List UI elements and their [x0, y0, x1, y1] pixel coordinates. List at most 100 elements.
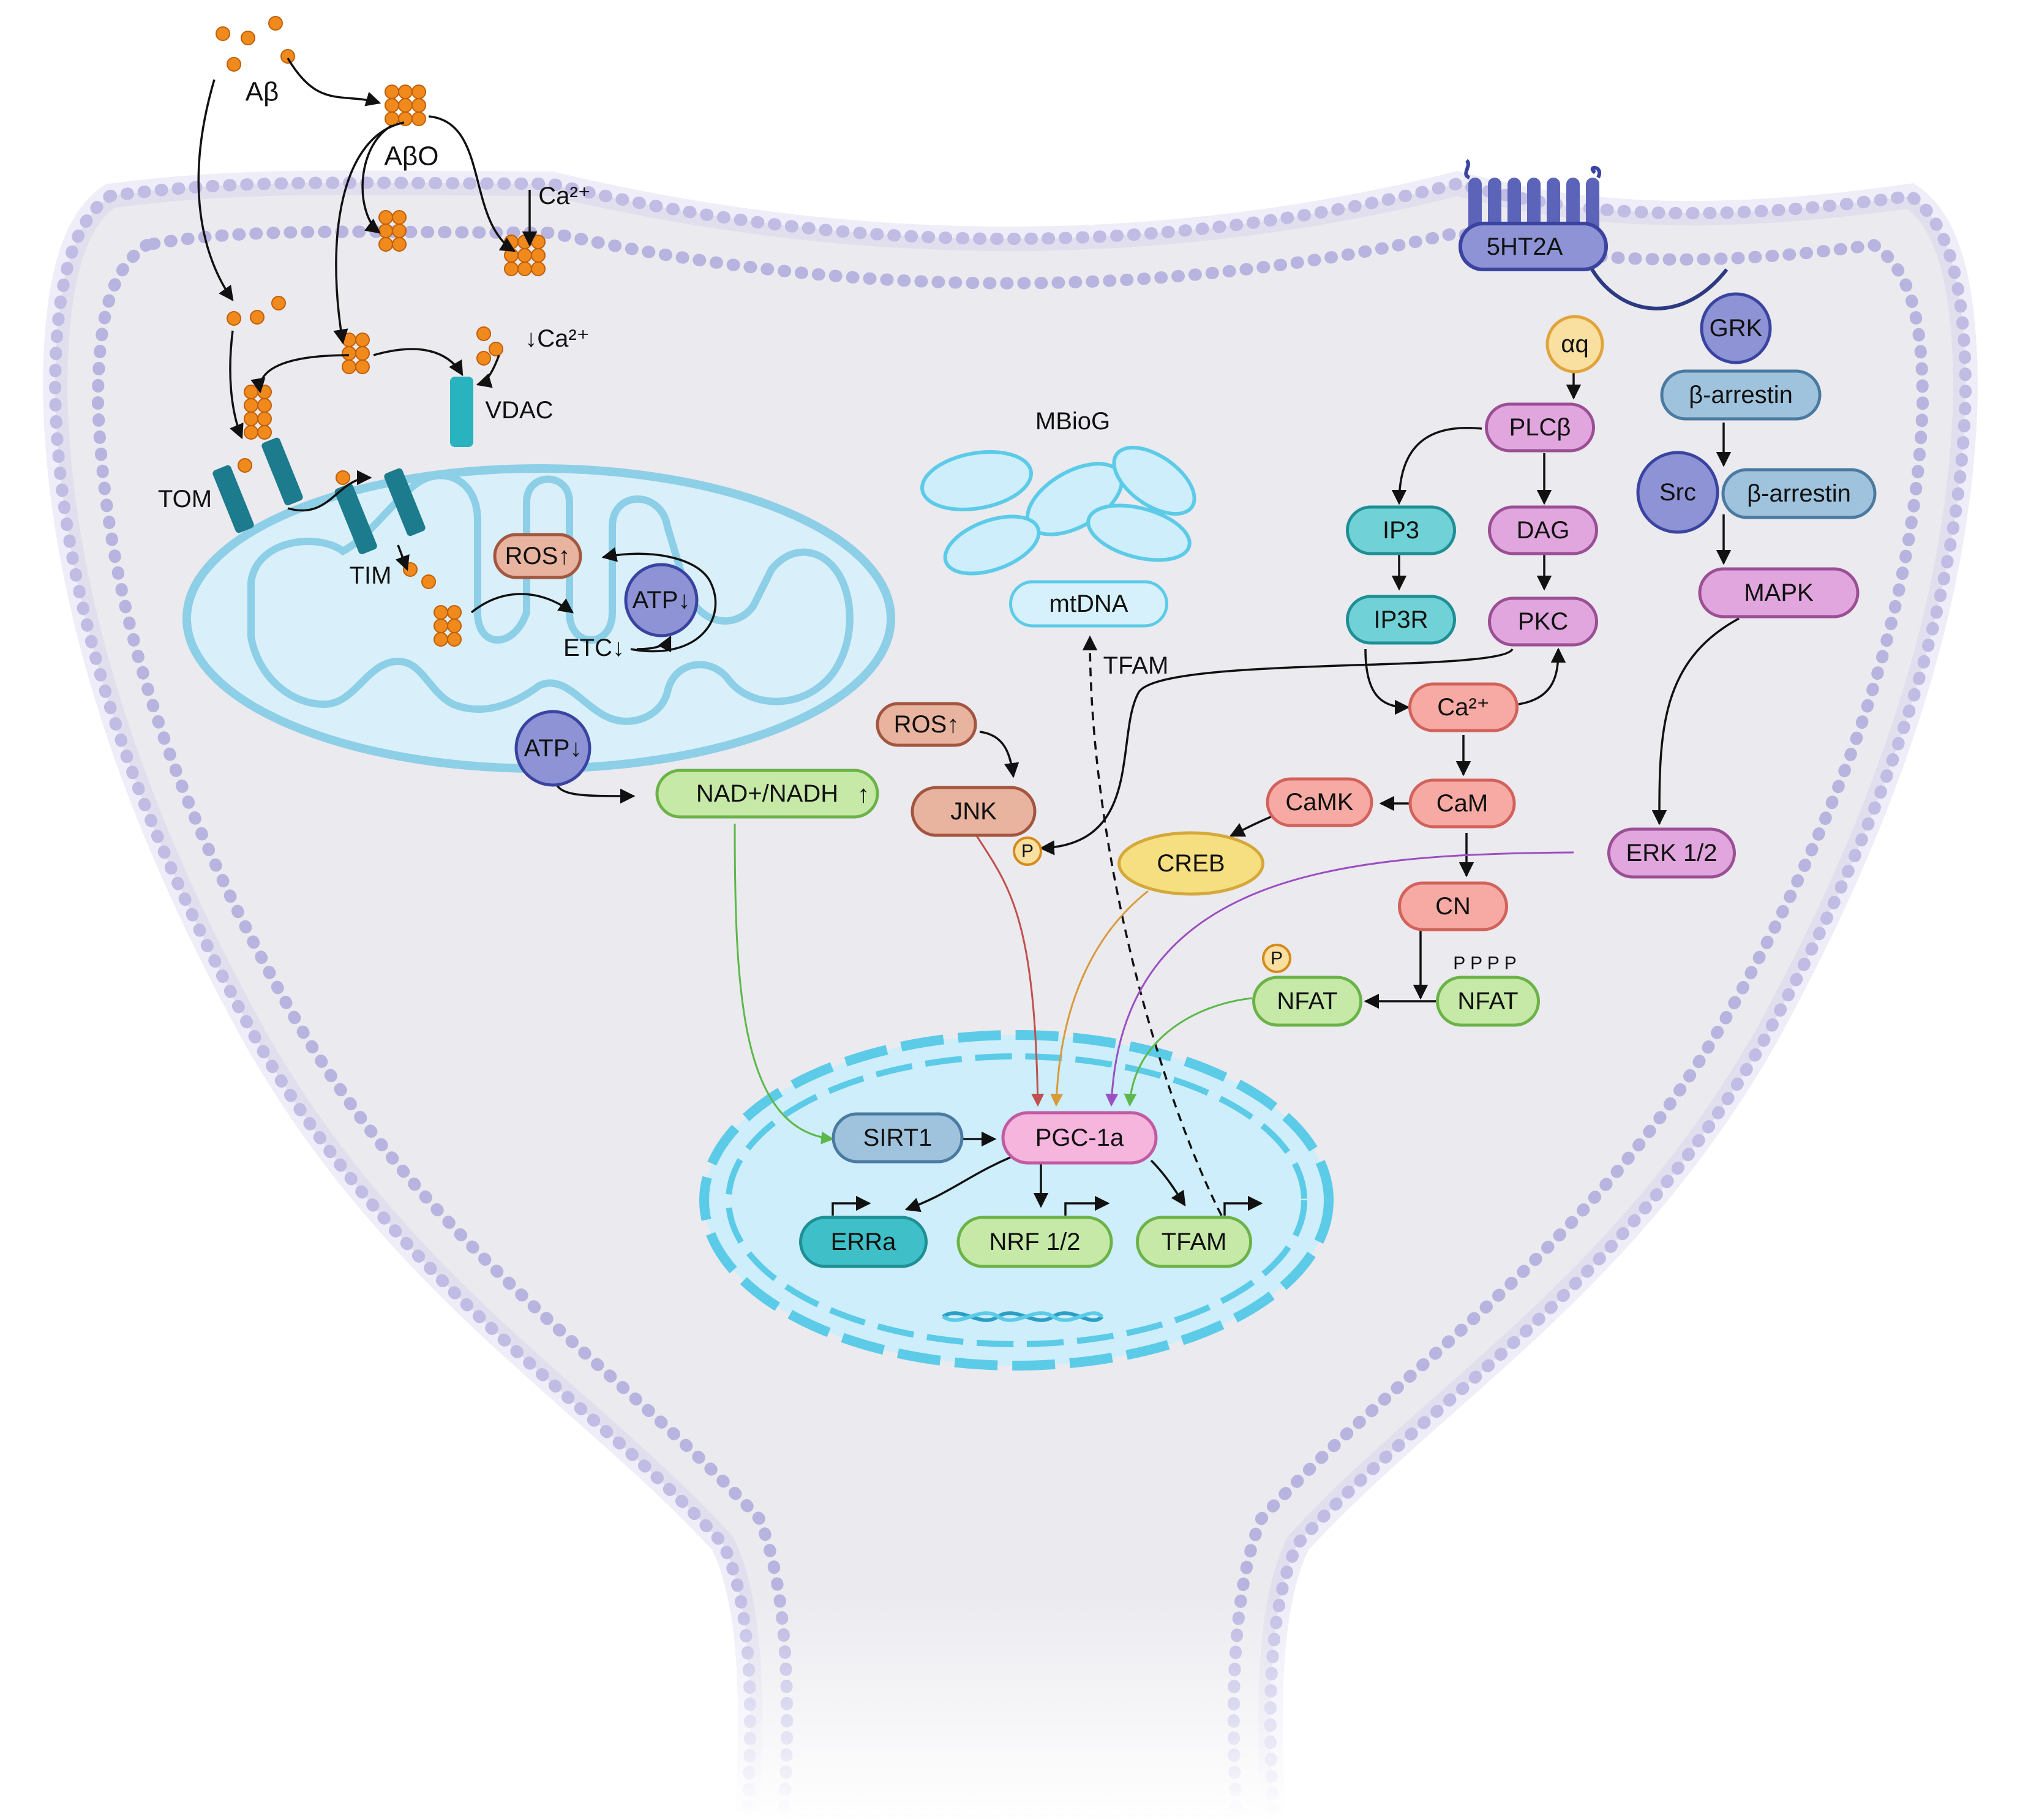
node-label-etc: ETC↓: [563, 634, 625, 661]
nucleus: [699, 1030, 1334, 1371]
pppp-label: P P P P: [1453, 953, 1516, 974]
tim-channel: [334, 468, 426, 554]
amyloid-particle: [238, 458, 252, 473]
amyloid-particle: [447, 605, 462, 620]
vdac-channel: [450, 377, 473, 447]
tom-label: TOM: [158, 486, 212, 513]
amyloid-particle: [411, 111, 426, 126]
node-label-nad: NAD+/NADH: [696, 780, 838, 807]
pathway-nodes: ROS↑ATP↓ETC↓ATP↓NAD+/NADHmtDNAROS↑JNKCRE…: [493, 233, 1877, 1268]
5ht2a-receptor: [1459, 159, 1729, 310]
amyloid-particle: [268, 16, 283, 31]
node-label-receptor: 5HT2A: [1487, 233, 1563, 260]
amyloid-particle: [244, 385, 258, 399]
amyloid-particle: [392, 237, 407, 252]
amyloid-particle: [489, 342, 503, 356]
tom-channel: [212, 437, 303, 533]
amyloid-particle: [385, 98, 399, 113]
node-label-nfat-pppp: NFAT: [1457, 988, 1518, 1015]
node-mapk: MAPK: [1698, 567, 1860, 619]
phosphate-marker: P: [1262, 944, 1291, 973]
node-ip3: IP3: [1346, 505, 1456, 555]
tim-label: TIM: [350, 562, 392, 589]
node-nfat-p: NFAT: [1252, 976, 1362, 1027]
amyloid-particle: [447, 632, 462, 647]
node-label-plcb: PLCβ: [1509, 414, 1571, 441]
node-label-nrf: NRF 1/2: [989, 1228, 1081, 1255]
node-label-tfam-nuc: TFAM: [1162, 1228, 1227, 1255]
vdac-label: VDAC: [485, 397, 553, 424]
node-label-dag: DAG: [1517, 517, 1570, 544]
amyloid-particle: [531, 248, 546, 263]
node-label-pkc: PKC: [1518, 608, 1568, 635]
node-label-atp-mito: ATP↓: [633, 587, 691, 614]
nad-up-arrow: ↑: [857, 781, 869, 808]
amyloid-particle: [257, 412, 272, 426]
amyloid-particle: [250, 310, 265, 325]
amyloid-particle: [342, 333, 356, 347]
amyloid-particle: [227, 311, 241, 326]
amyloid-particle: [355, 359, 370, 374]
node-ros-cyto: ROS↑: [876, 702, 977, 747]
node-jnk: JNK: [911, 786, 1037, 837]
node-camk: CaMK: [1266, 777, 1373, 827]
node-atp-cyto: ATP↓: [514, 710, 591, 787]
node-label-jnk: JNK: [950, 798, 997, 825]
amyloid-particle: [257, 425, 272, 440]
node-label-ip3: IP3: [1383, 517, 1419, 544]
phosphate-label: P: [1271, 949, 1283, 969]
node-nrf: NRF 1/2: [956, 1216, 1113, 1268]
mbiog-mitochondria-icons: [920, 445, 1196, 576]
node-dag: DAG: [1488, 505, 1598, 555]
amyloid-particle: [244, 425, 258, 440]
node-label-mtdna: mtDNA: [1049, 590, 1128, 617]
node-atp-mito: ATP↓: [624, 563, 699, 637]
node-tfam-nuc: TFAM: [1136, 1216, 1252, 1268]
amyloid-particle: [355, 333, 370, 347]
cell-membrane: [0, 170, 2020, 1820]
amyloid-particle: [476, 326, 491, 341]
node-label-creb: CREB: [1157, 850, 1225, 877]
amyloid-particle: [336, 470, 350, 485]
amyloid-particle: [392, 210, 407, 225]
pgc1a-input-arrows: [734, 823, 1574, 1145]
node-label-ip3r: IP3R: [1374, 606, 1429, 633]
node-etc: ETC↓: [563, 634, 625, 661]
node-sirt1: SIRT1: [832, 1112, 964, 1164]
amyloid-particle: [385, 85, 399, 99]
amyloid-particle: [398, 98, 413, 113]
node-label-alpha-q: αq: [1561, 331, 1588, 358]
node-receptor: 5HT2A: [1487, 233, 1563, 260]
node-cn: CN: [1398, 881, 1508, 931]
abeta-oligomer-label: AβO: [385, 141, 439, 171]
amyloid-particle: [378, 210, 393, 225]
amyloid-particle: [531, 261, 546, 276]
node-erk: ERK 1/2: [1607, 827, 1736, 879]
amyloid-particle: [355, 346, 370, 361]
mbiog-label: MBioG: [1035, 408, 1110, 435]
node-pgc1a: PGC-1a: [1001, 1111, 1158, 1165]
node-nfat-pppp: NFAT: [1436, 976, 1540, 1027]
phosphate-label: P: [1021, 841, 1034, 862]
node-cam: CaM: [1408, 778, 1516, 829]
node-plcb: PLCβ: [1485, 402, 1595, 453]
node-erra: ERRa: [799, 1216, 928, 1268]
amyloid-particle: [216, 26, 230, 41]
amyloid-particle: [476, 351, 491, 366]
node-label-barrestin-2: β-arrestin: [1747, 480, 1851, 507]
amyloid-particle: [280, 49, 295, 64]
amyloid-particle: [447, 619, 462, 633]
amyloid-particle: [227, 57, 241, 72]
node-creb: CREB: [1117, 831, 1264, 896]
amyloid-particle: [244, 412, 258, 426]
node-label-barrestin-1: β-arrestin: [1689, 382, 1793, 408]
node-mtdna: mtDNA: [1009, 580, 1168, 628]
amyloid-particle: [434, 632, 448, 647]
amyloid-particle: [434, 605, 448, 620]
amyloid-particle: [342, 346, 356, 361]
amyloid-particle: [504, 261, 519, 276]
node-label-sirt1: SIRT1: [863, 1124, 933, 1151]
node-nad: NAD+/NADH: [655, 769, 879, 819]
amyloid-particle: [244, 398, 258, 413]
node-label-atp-cyto: ATP↓: [524, 735, 582, 762]
